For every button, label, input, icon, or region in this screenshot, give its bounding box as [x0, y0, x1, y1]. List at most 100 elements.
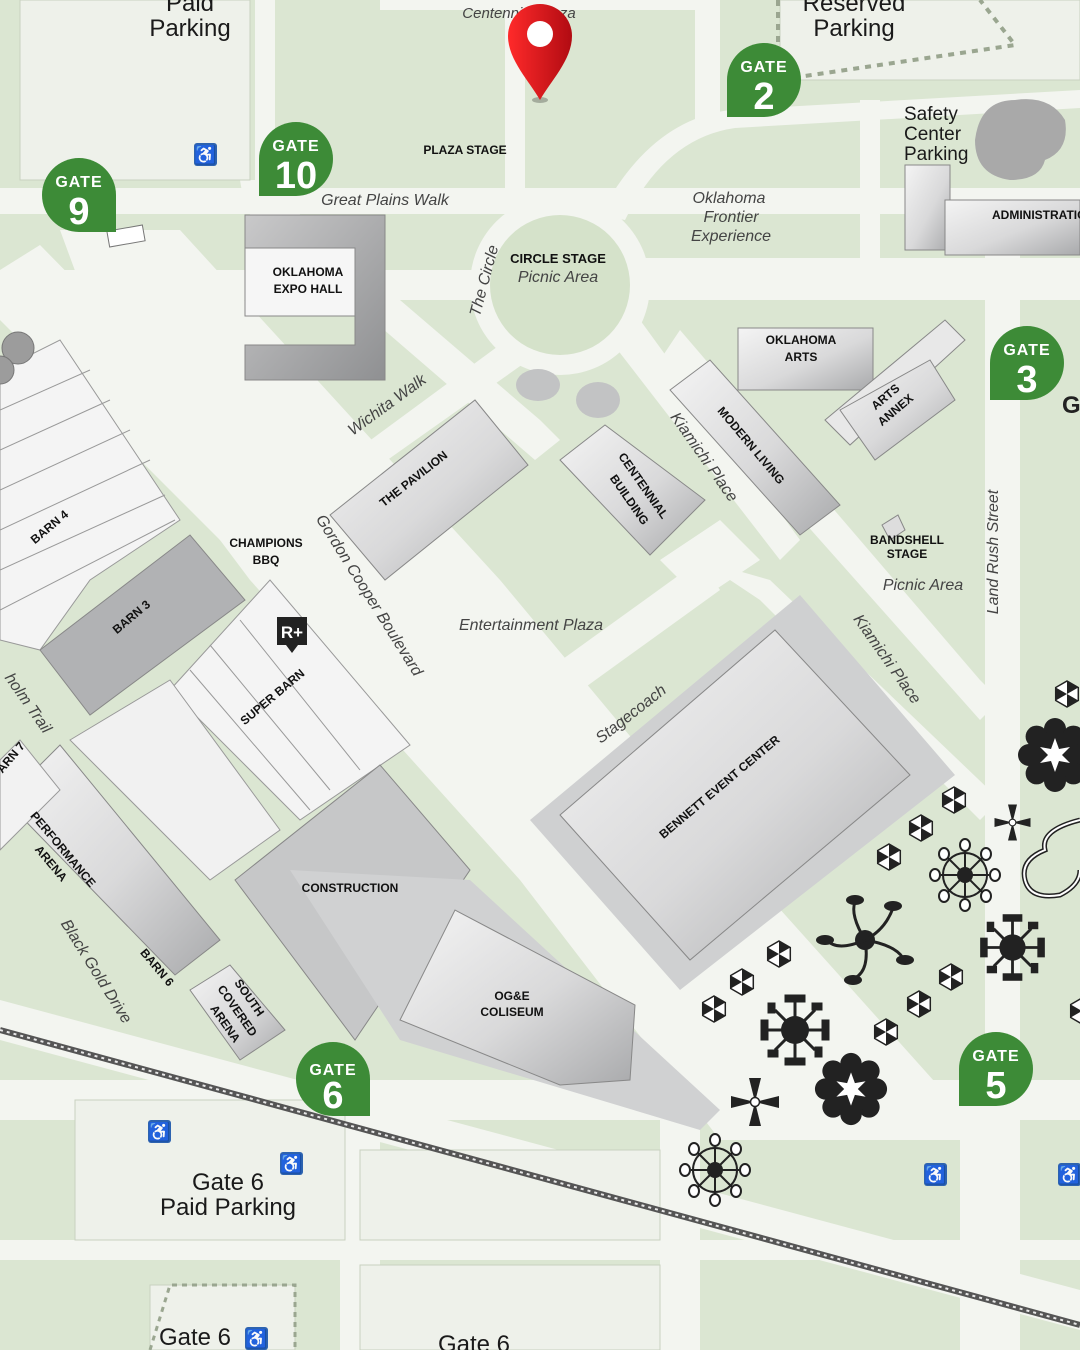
accessible-icon: ♿ [194, 143, 217, 166]
circle-plaza-shade [516, 369, 560, 401]
bandshell-stage-building[interactable] [881, 514, 906, 541]
paid-parking-label: Paid [166, 0, 214, 17]
oklahoma-expo-hall-building[interactable] [244, 214, 386, 381]
svg-text:♿: ♿ [194, 144, 216, 165]
svg-text:GATE: GATE [55, 174, 102, 191]
tent-icon [908, 814, 934, 842]
svg-text:9: 9 [68, 191, 89, 233]
ride-icon [980, 914, 1045, 981]
ride-icon [760, 994, 830, 1066]
entertainment-plaza-label: Entertainment Plaza [459, 617, 603, 634]
gate-2-marker[interactable]: GATE 2 [727, 43, 801, 118]
champions-bbq-label: CHAMPIONS [229, 536, 302, 550]
svg-text:GATE: GATE [740, 59, 787, 76]
construction-label: CONSTRUCTION [302, 881, 399, 895]
south-covered-arena-building[interactable] [189, 964, 286, 1061]
silo [1, 331, 35, 365]
safety-center-parking-label: Safety [904, 104, 958, 125]
svg-text:6: 6 [322, 1075, 343, 1117]
svg-text:R+: R+ [281, 623, 303, 642]
svg-text:GATE: GATE [272, 138, 319, 155]
bandshell-stage-label: STAGE [887, 547, 927, 561]
svg-text:♿: ♿ [148, 1121, 170, 1142]
gate6-lot-label: Gate 6 [438, 1331, 510, 1350]
performance-arena-building[interactable] [4, 744, 221, 976]
administration-building[interactable] [904, 164, 1080, 256]
reserved-parking-label: Parking [813, 15, 894, 42]
svg-text:5: 5 [985, 1065, 1006, 1107]
oklahoma-arts-label: OKLAHOMA [766, 333, 837, 347]
champions-bbq-label: BBQ [253, 553, 280, 567]
parking-labels: Paid Parking Reserved Parking Safety Cen… [149, 0, 968, 1350]
gate6-paid-parking-label: Paid Parking [160, 1194, 296, 1221]
gate-3-marker[interactable]: GATE 3 [990, 326, 1064, 401]
barn-4-building[interactable] [0, 339, 181, 651]
reserved-parking-label: Reserved [803, 0, 906, 17]
frontier-experience-label: Experience [691, 228, 771, 245]
bennett-event-center-building[interactable] [530, 595, 955, 990]
circle-stage-label: CIRCLE STAGE [510, 251, 606, 266]
accessible-icon: ♿ [924, 1163, 947, 1186]
buildings [0, 164, 1080, 1130]
gate-6-marker[interactable]: GATE 6 [296, 1042, 370, 1117]
pond [975, 99, 1066, 180]
centennial-building[interactable] [559, 424, 706, 556]
gate-9-marker[interactable]: GATE 9 [42, 158, 116, 233]
tent-icon [938, 963, 964, 991]
land-rush-street-label: Land Rush Street [985, 489, 1002, 614]
coliseum-label: OG&E [494, 989, 529, 1003]
barn-7-building[interactable] [0, 739, 61, 851]
coliseum-label: COLISEUM [480, 1005, 543, 1019]
svg-text:GATE: GATE [309, 1062, 356, 1079]
paid-parking-label: Parking [149, 15, 230, 42]
tent-icon [1054, 680, 1080, 708]
bandshell-picnic-area-label: Picnic Area [883, 577, 963, 594]
ferris-wheel-icon [679, 1133, 751, 1207]
tent-icon [941, 786, 967, 814]
tent-icon [906, 990, 932, 1018]
tent-icon [766, 940, 792, 968]
reserved-parking-outline [776, 0, 1019, 83]
silo [0, 355, 15, 385]
administration-label: ADMINISTRATIO [992, 208, 1080, 222]
gate6-lot-outline [148, 1283, 297, 1350]
barn-stalls [69, 679, 281, 881]
gate-5-marker[interactable]: GATE 5 [959, 1032, 1033, 1107]
the-pavilion-building[interactable] [329, 399, 529, 581]
oklahoma-arts-building[interactable] [737, 327, 874, 391]
tent-icon [701, 995, 727, 1023]
gate-10-marker[interactable]: GATE 10 [259, 122, 333, 197]
circle-plaza-shade [576, 382, 620, 418]
the-circle[interactable] [470, 195, 650, 375]
ride-icon [814, 1052, 888, 1126]
tent-icon [876, 843, 902, 871]
rides-area [679, 680, 1080, 1207]
super-barn-building[interactable] [169, 579, 411, 821]
frontier-experience-label: Frontier [703, 209, 759, 226]
svg-text:♿: ♿ [924, 1164, 946, 1185]
gate6-lot-label: Gate 6 [159, 1324, 231, 1350]
modern-living-building[interactable] [669, 359, 841, 536]
gates: GATE 2 GATE 10 GATE 9 GATE 3 GATE 6 GATE… [42, 43, 1080, 1117]
expo-hall-label: OKLAHOMA [273, 265, 344, 279]
svg-text:♿: ♿ [280, 1153, 302, 1174]
svg-text:GATE: GATE [972, 1048, 1019, 1065]
tent-icon [729, 968, 755, 996]
oklahoma-arts-label: ARTS [785, 350, 818, 364]
svg-text:♿: ♿ [1058, 1164, 1080, 1185]
accessible-parking-icons: ♿ ♿ ♿ ♿ ♿ ♿ [148, 143, 1080, 1350]
restroom-first-aid-icon[interactable]: R+ [277, 617, 307, 653]
accessible-icon: ♿ [148, 1120, 171, 1143]
arts-annex-building[interactable] [824, 319, 966, 461]
barn-3-building[interactable] [39, 534, 246, 716]
safety-center-parking-label: Parking [904, 144, 968, 165]
circle-picnic-area-label: Picnic Area [518, 269, 598, 286]
gate-partial-label: G [1062, 392, 1080, 419]
plaza-stage-label: PLAZA STAGE [423, 143, 506, 157]
map-marker-icon[interactable] [508, 4, 572, 103]
oge-coliseum-building[interactable] [290, 870, 720, 1130]
great-plains-walk-label: Great Plains Walk [321, 192, 450, 209]
accessible-icon: ♿ [280, 1152, 303, 1175]
